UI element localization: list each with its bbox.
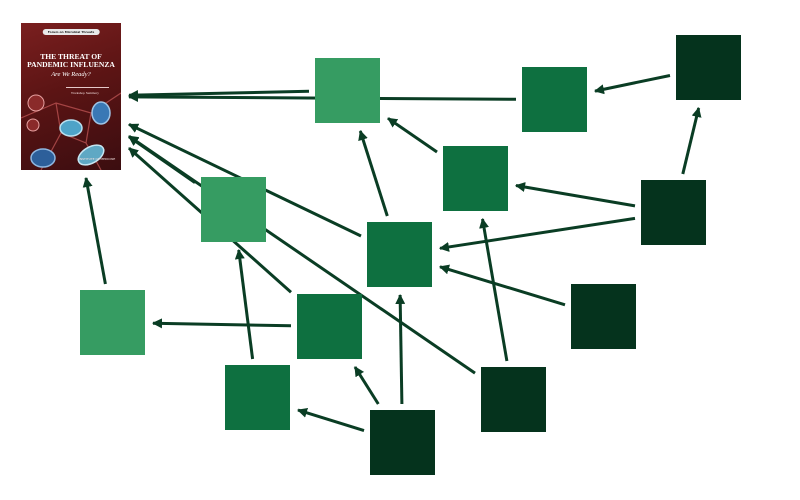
cover-publisher: INSTITUTE OF MEDICINE: [79, 157, 116, 161]
cover-subtitle: Are We Ready?: [51, 71, 91, 78]
nodes-layer: [80, 35, 741, 475]
graph-node-n10[interactable]: [571, 284, 636, 349]
edge-arrow-n10-to-n6: [439, 264, 566, 307]
virus-cells-illustration: [21, 92, 121, 170]
edge-arrow-n7-to-n3: [681, 107, 702, 175]
edge-arrow-n8-to-root: [82, 177, 107, 285]
edge-arrow-n11-to-n5: [234, 249, 255, 360]
graph-node-n4[interactable]: [443, 146, 508, 211]
graph-node-n13[interactable]: [370, 410, 435, 475]
graph-node-n9[interactable]: [297, 294, 362, 359]
edge-arrow-n3-to-n2: [594, 74, 671, 95]
graph-node-n7[interactable]: [641, 180, 706, 245]
edge-arrow-n4-to-n1: [387, 117, 438, 154]
graph-node-n8[interactable]: [80, 290, 145, 355]
edge-arrow-n7-to-n4: [515, 182, 636, 208]
cover-divider: [66, 87, 109, 88]
graph-node-n11[interactable]: [225, 365, 290, 430]
graph-node-n12[interactable]: [481, 367, 546, 432]
edge-arrow-n6-to-n1: [358, 130, 389, 217]
cover-title-line-1: THE THREAT OF: [40, 52, 102, 61]
graph-node-n5[interactable]: [201, 177, 266, 242]
edge-arrow-n13-to-n6: [395, 294, 406, 405]
edge-arrow-n13-to-n11: [297, 407, 365, 433]
graph-node-n3[interactable]: [676, 35, 741, 100]
cover-title-line-2: PANDEMIC INFLUENZA: [27, 60, 115, 69]
edge-arrow-n7-to-n6: [439, 216, 636, 252]
cover-title: THE THREAT OF PANDEMIC INFLUENZA: [21, 53, 121, 69]
graph-node-n1[interactable]: [315, 58, 380, 123]
cover-summary-label: Workshop Summary: [71, 91, 99, 95]
graph-node-n2[interactable]: [522, 67, 587, 132]
edge-arrow-n12-to-root: [128, 134, 476, 375]
book-cover-node[interactable]: Forum on Microbial Threats THE THREAT OF…: [21, 23, 121, 170]
edge-arrow-n9-to-n8: [152, 318, 292, 329]
cover-series-label: Forum on Microbial Threats: [42, 29, 100, 35]
edge-arrow-n1-to-root: [128, 89, 310, 101]
edge-arrow-n13-to-n9: [353, 366, 380, 405]
graph-node-n6[interactable]: [367, 222, 432, 287]
edge-arrow-n12-to-n4: [479, 218, 509, 362]
